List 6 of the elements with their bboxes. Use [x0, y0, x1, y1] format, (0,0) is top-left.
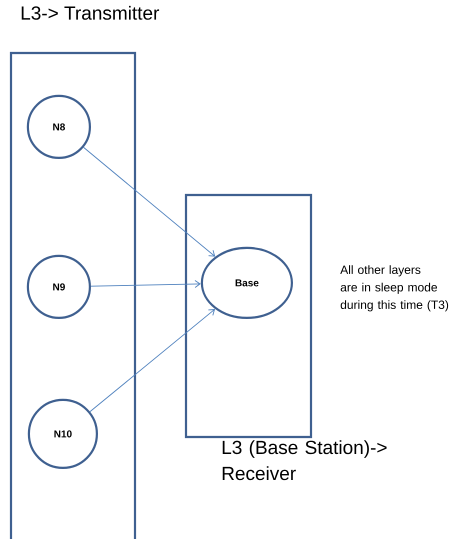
note-text: All other layers are in sleep mode during this time (T3): [340, 265, 448, 312]
arrow: [90, 280, 201, 288]
layer-heading: L3-> Transmitter: [22, 6, 160, 20]
arrow: [83, 146, 216, 257]
arrow: [90, 309, 216, 412]
layer-heading: L3 (Base Station)-> Receiver: [222, 440, 387, 480]
